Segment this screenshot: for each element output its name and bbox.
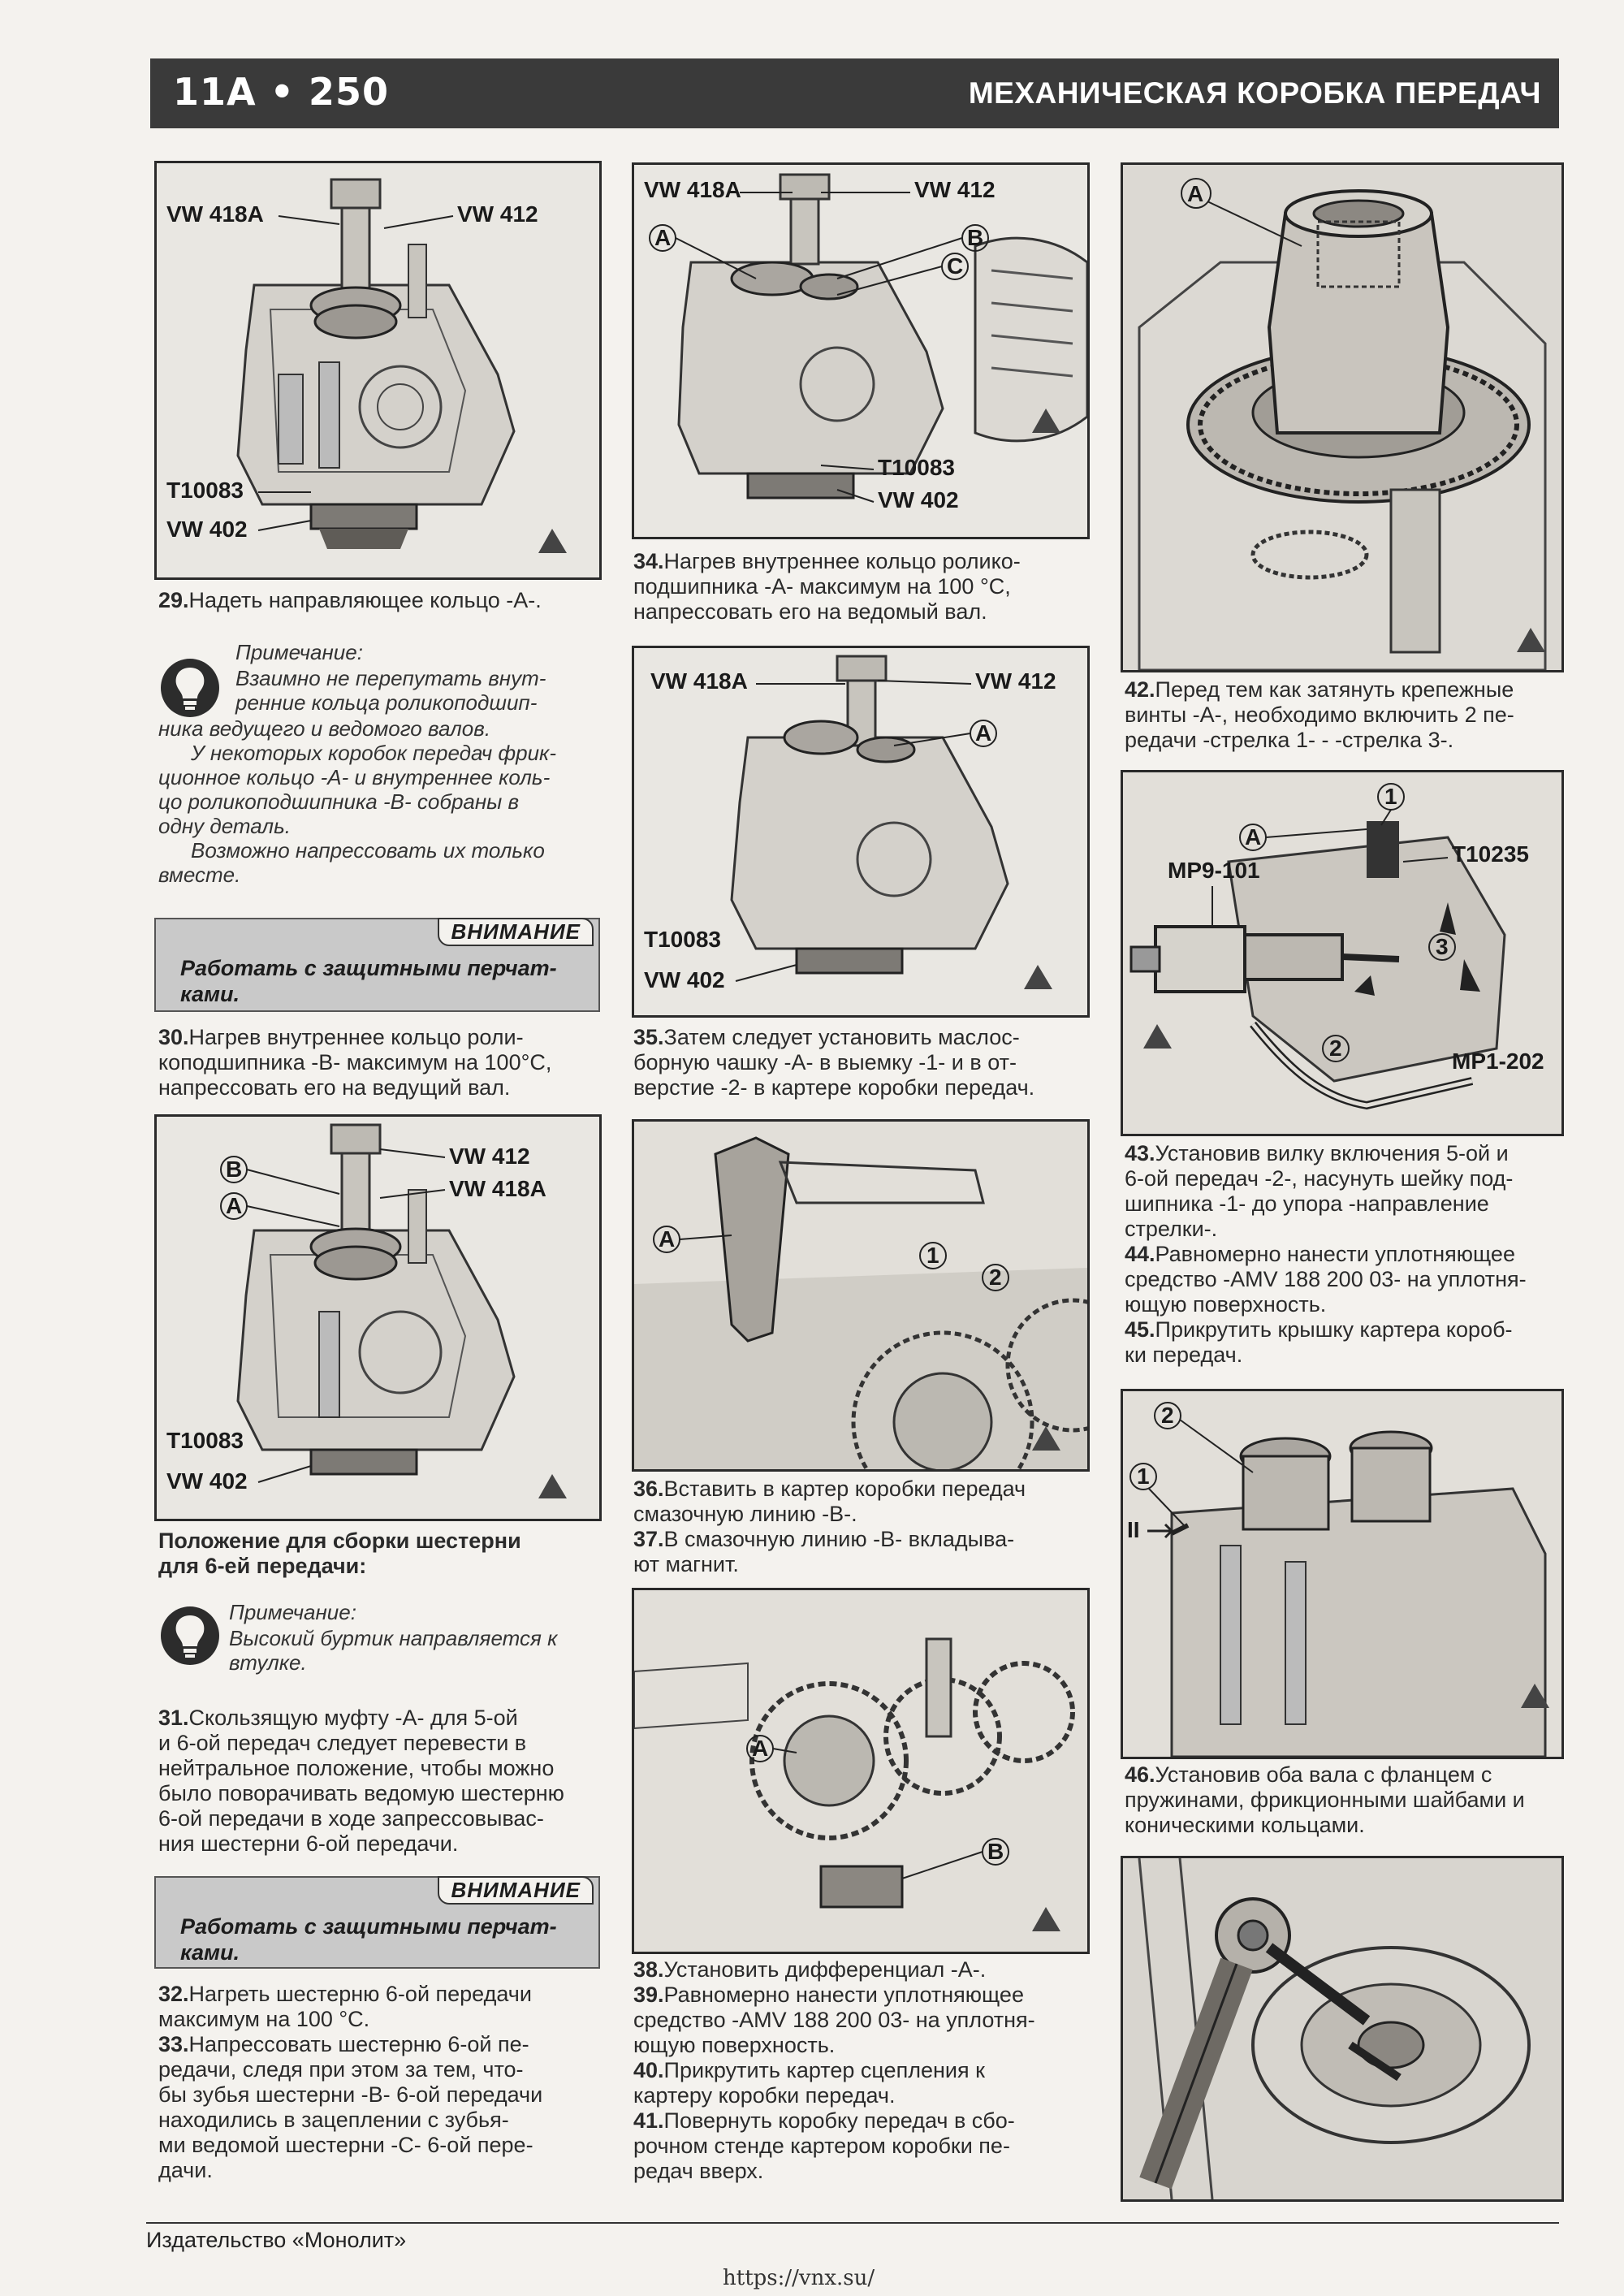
warning-body: Работать с защитными перчат- ками.	[180, 956, 557, 1006]
figure-46: 2 1 II	[1121, 1389, 1564, 1759]
chapter-title: МЕХАНИЧЕСКАЯ КОРОБКА ПЕРЕДАЧ	[968, 76, 1541, 110]
footer-rule	[146, 2222, 1559, 2224]
label-vw412: VW 412	[457, 201, 538, 227]
warning-box-1: ВНИМАНИЕ Работать с защитными перчат- ка…	[154, 918, 600, 1012]
label-t10083: T10083	[166, 478, 244, 503]
source-url[interactable]: https://vnx.su/	[723, 2266, 875, 2290]
label-vw412: VW 412	[975, 668, 1056, 694]
label-vw402: VW 402	[644, 967, 725, 992]
label-t10083: T10083	[166, 1428, 244, 1453]
label-b: B	[967, 225, 983, 250]
figure-43-drawing: 1 A T10235 MP9-101 3 2 MP1-202	[1123, 772, 1561, 1134]
figure-46-drawing: 2 1 II	[1123, 1391, 1561, 1757]
figure-36-drawing: A 1 2	[634, 1122, 1087, 1469]
warning-title: ВНИМАНИЕ	[438, 918, 594, 946]
step-30: 30.Нагрев внутреннее кольцо роли- коподш…	[158, 1025, 552, 1100]
figure-36: A 1 2	[632, 1119, 1090, 1472]
label-ii: II	[1127, 1517, 1140, 1542]
step-35: 35.Затем следует установить маслос- борн…	[633, 1025, 1035, 1100]
publisher: Издательство «Монолит»	[146, 2228, 407, 2252]
note-2: Высокий буртик направляется к втулке.	[229, 1626, 558, 1675]
label-c: C	[947, 253, 963, 279]
label-a: A	[975, 720, 991, 746]
step-29: 29.Надеть направляющее кольцо -А-.	[158, 588, 542, 612]
assembly-position-heading: Положение для сборки шестерни для 6-ей п…	[158, 1529, 521, 1578]
step-31: 31.Скользящую муфту -А- для 5-ой и 6-ой …	[158, 1706, 564, 1856]
note-label-2: Примечание:	[229, 1600, 356, 1624]
figure-29-drawing: VW 418A VW 412 T10083 VW 402	[157, 163, 599, 577]
figure-42: A	[1121, 162, 1564, 672]
figure-30: VW 412 VW 418A B A T10083 VW 402	[154, 1114, 602, 1521]
page-header: 11A • 250 МЕХАНИЧЕСКАЯ КОРОБКА ПЕРЕДАЧ	[150, 58, 1559, 128]
step-32-33: 32.Нагреть шестерню 6-ой передачи максим…	[158, 1982, 543, 2182]
label-a: A	[1245, 824, 1261, 850]
figure-38-drawing: A B	[634, 1590, 1087, 1952]
figure-last-drawing	[1123, 1858, 1561, 2199]
label-a: A	[1187, 181, 1203, 206]
label-2: 2	[989, 1265, 1002, 1290]
label-vw402: VW 402	[166, 517, 248, 542]
label-3: 3	[1436, 934, 1449, 959]
label-1: 1	[1384, 784, 1397, 809]
figure-38: A B	[632, 1588, 1090, 1954]
label-vw402: VW 402	[878, 487, 959, 512]
label-t10235: T10235	[1452, 841, 1529, 867]
figure-30-drawing: VW 412 VW 418A B A T10083 VW 402	[157, 1117, 599, 1519]
label-vw412: VW 412	[914, 177, 996, 202]
label-mp9-101: MP9-101	[1168, 858, 1260, 883]
label-1: 1	[1137, 1464, 1150, 1489]
arrow-right-icon	[1147, 1523, 1175, 1539]
step-46: 46.Установив оба вала с фланцем с пружин…	[1125, 1762, 1525, 1837]
step-42: 42.Перед тем как затянуть крепежные винт…	[1125, 677, 1514, 752]
label-vw418a: VW 418A	[644, 177, 741, 202]
label-vw418a: VW 418A	[166, 201, 264, 227]
warning-box-2: ВНИМАНИЕ Работать с защитными перчат- ка…	[154, 1876, 600, 1969]
note-1: Взаимно не перепутать внут- ренние кольц…	[235, 666, 546, 715]
figure-34-drawing: VW 418A VW 412 A B C T10083 VW 402	[634, 165, 1087, 537]
step-43-45: 43.Установив вилку включения 5-ой и 6-ой…	[1125, 1141, 1527, 1367]
label-t10083: T10083	[878, 455, 955, 480]
label-vw418a: VW 418A	[449, 1176, 546, 1201]
step-34: 34.Нагрев внутреннее кольцо ролико- подш…	[633, 549, 1021, 624]
lightbulb-icon	[161, 1606, 219, 1665]
label-a: A	[659, 1226, 675, 1252]
label-vw412: VW 412	[449, 1144, 530, 1169]
figure-29: VW 418A VW 412 T10083 VW 402	[154, 161, 602, 580]
step-36-37: 36.Вставить в картер коробки передач сма…	[633, 1477, 1026, 1576]
warning-body: Работать с защитными перчат- ками.	[180, 1914, 557, 1965]
label-1: 1	[926, 1243, 939, 1268]
warning-title: ВНИМАНИЕ	[438, 1876, 594, 1905]
figure-43: 1 A T10235 MP9-101 3 2 MP1-202	[1121, 770, 1564, 1136]
figure-35-drawing: VW 418A VW 412 A T10083 VW 402	[634, 648, 1087, 1015]
label-vw402: VW 402	[166, 1468, 248, 1494]
label-b: B	[987, 1839, 1004, 1864]
figure-last	[1121, 1856, 1564, 2202]
label-2: 2	[1161, 1403, 1174, 1428]
label-a: A	[752, 1736, 768, 1761]
figure-34: VW 418A VW 412 A B C T10083 VW 402	[632, 162, 1090, 539]
label-mp1-202: MP1-202	[1452, 1049, 1544, 1074]
figure-42-drawing: A	[1123, 165, 1561, 670]
figure-35: VW 418A VW 412 A T10083 VW 402	[632, 646, 1090, 1018]
note-1-cont: ника ведущего и ведомого валов. У некото…	[158, 716, 556, 887]
note-label: Примечание:	[235, 640, 363, 664]
lightbulb-icon	[161, 659, 219, 717]
label-vw418a: VW 418A	[650, 668, 748, 694]
label-b: B	[226, 1157, 242, 1182]
label-2: 2	[1329, 1036, 1342, 1061]
step-38-41: 38.Установить дифференциал -А-. 39.Равно…	[633, 1957, 1035, 2183]
label-a: A	[226, 1193, 242, 1218]
label-t10083: T10083	[644, 927, 721, 952]
page-number: 11A • 250	[173, 70, 390, 114]
label-a: A	[654, 225, 671, 250]
